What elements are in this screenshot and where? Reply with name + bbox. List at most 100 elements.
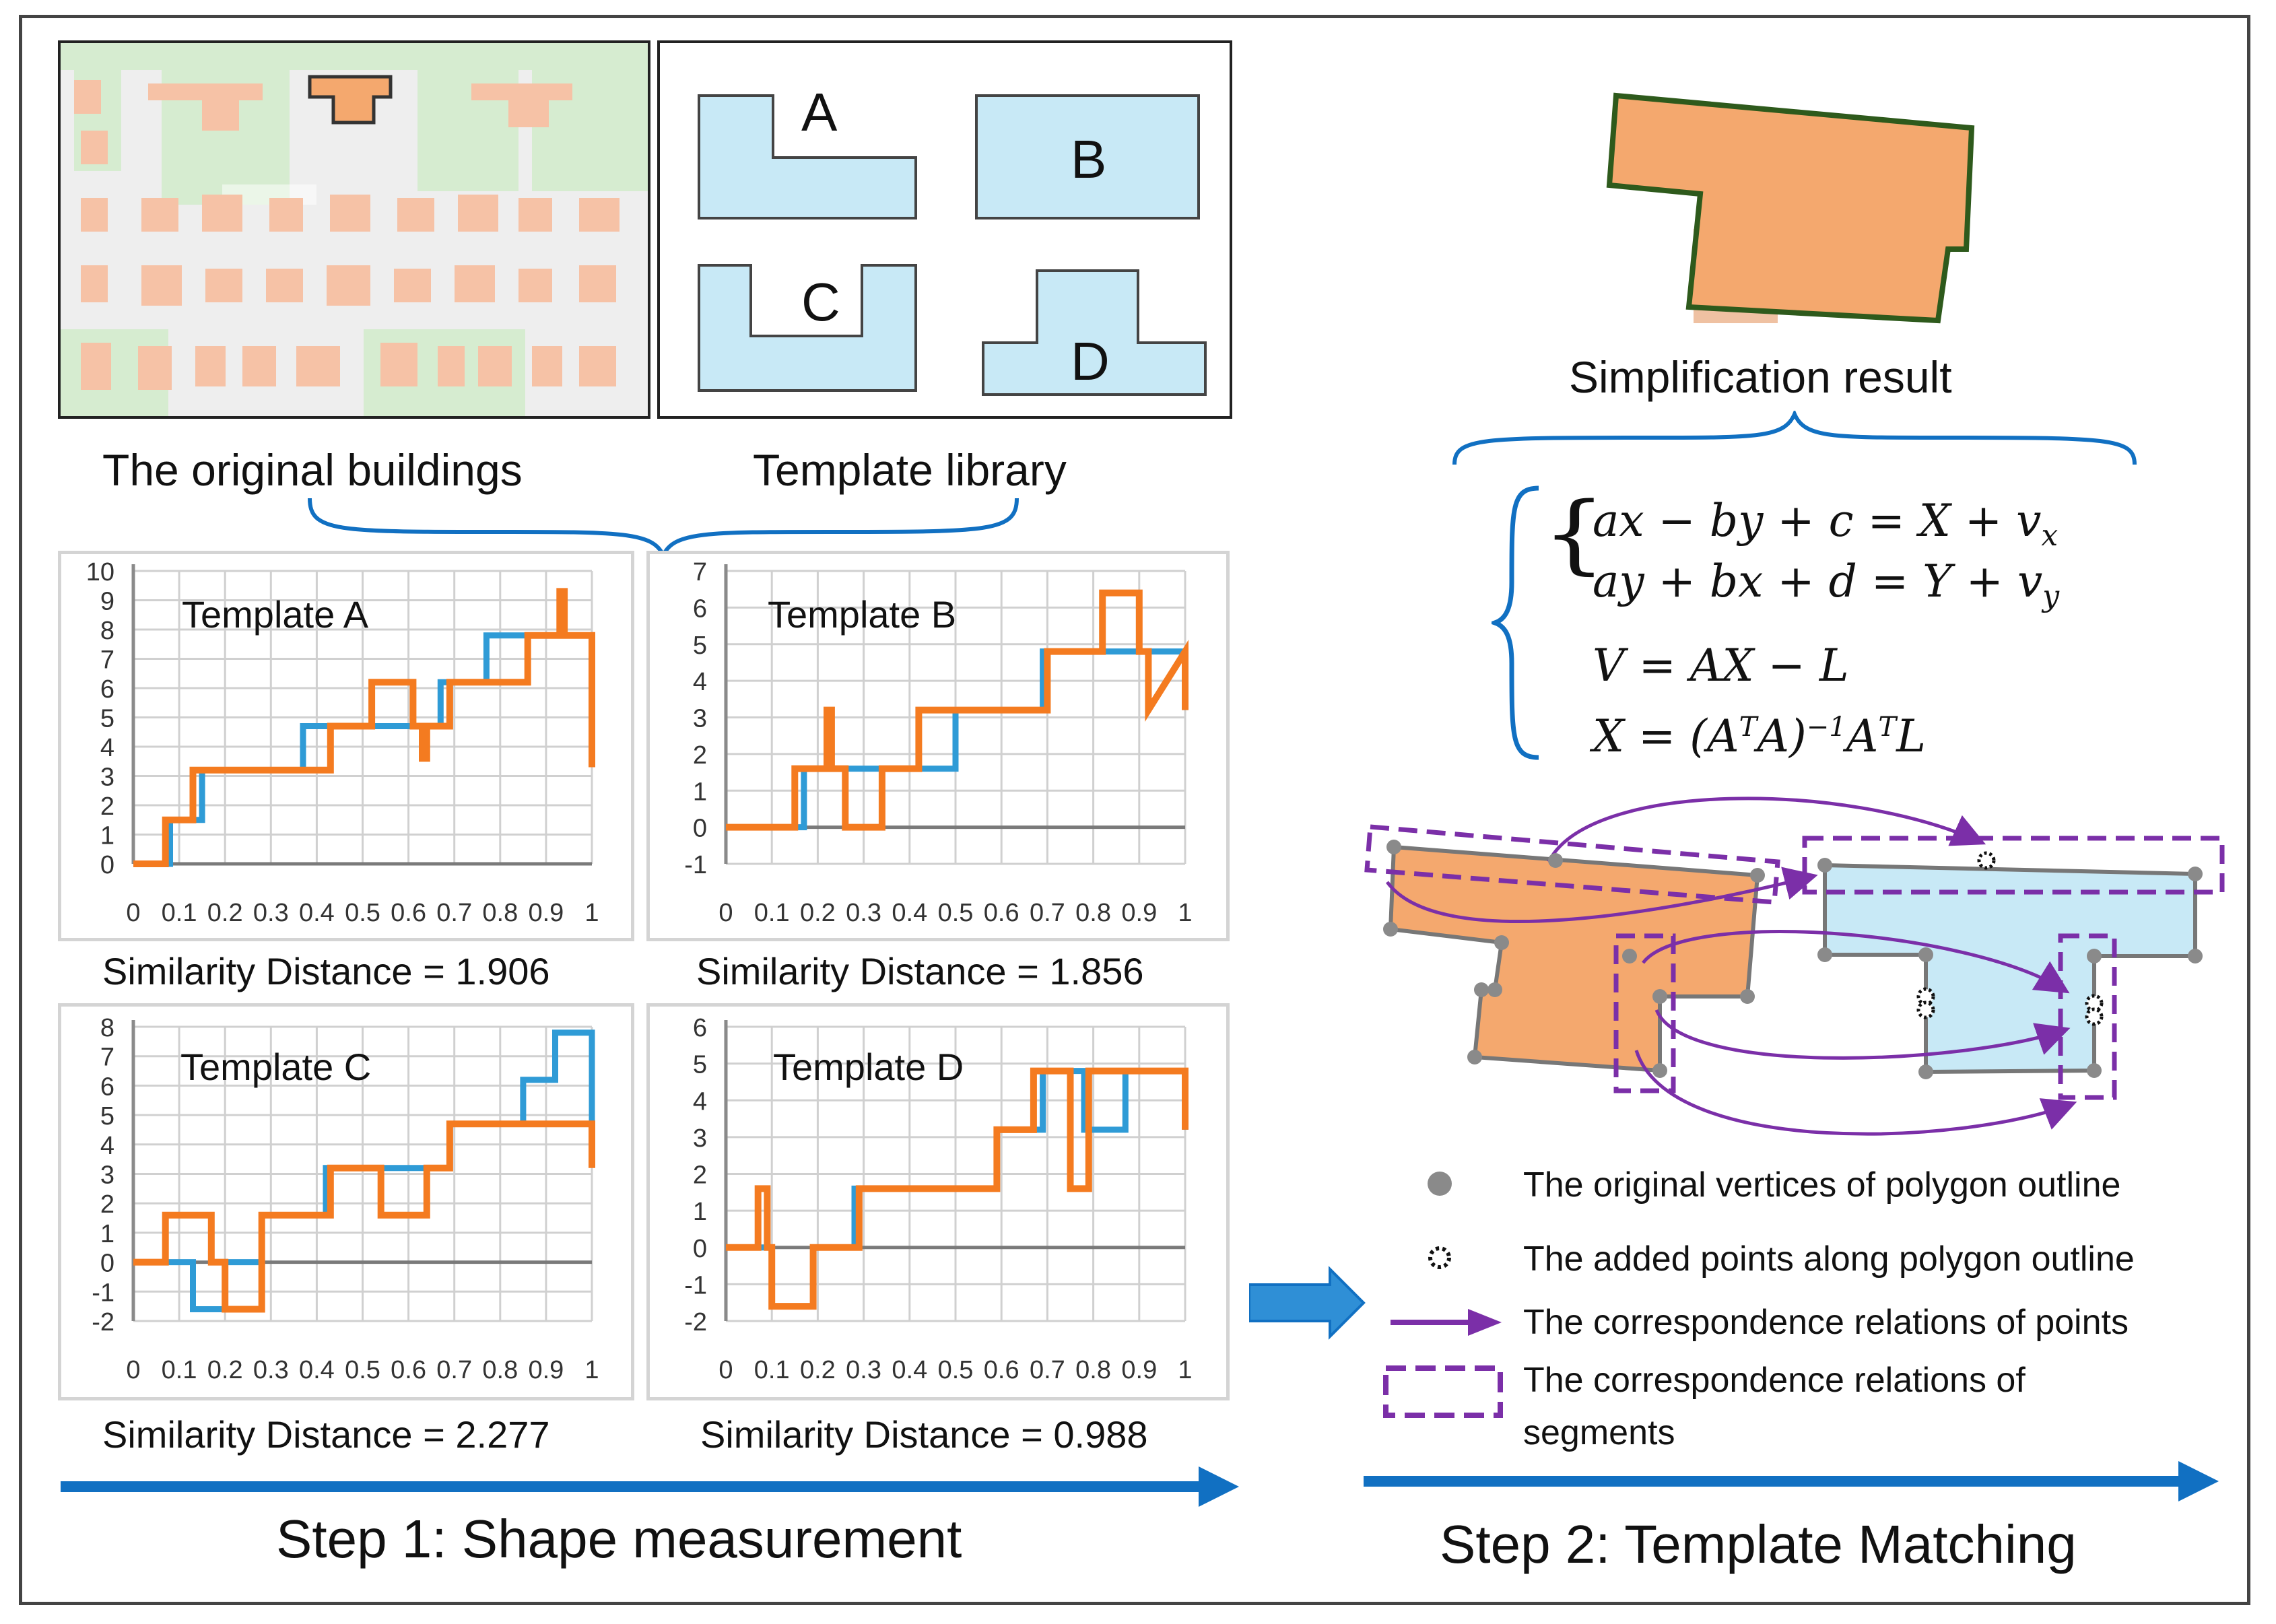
y-tick-label: 6: [693, 595, 707, 623]
x-tick-label: 0.5: [938, 899, 974, 927]
y-tick-label: 7: [100, 646, 114, 675]
x-tick-label: 0.9: [1121, 899, 1157, 927]
x-tick-label: 0: [126, 1356, 140, 1384]
step1-arrow: [61, 1466, 1239, 1507]
x-tick-label: 0.4: [299, 899, 335, 927]
x-tick-label: 0.8: [482, 899, 518, 927]
x-tick-label: 0: [718, 899, 733, 927]
step2-arrow: [1364, 1461, 2219, 1501]
y-tick-label: 4: [100, 734, 114, 762]
y-tick-label: 3: [693, 1124, 707, 1153]
x-tick-label: 0.5: [938, 1356, 974, 1384]
y-tick-label: -2: [684, 1308, 707, 1337]
y-tick-label: 1: [100, 1220, 114, 1248]
chart-box-c: [58, 1003, 634, 1400]
template-a-letter: A: [801, 82, 838, 142]
x-tick-label: 0.2: [207, 899, 243, 927]
equation-brace: [1492, 485, 1539, 760]
x-tick-label: 1: [584, 1356, 599, 1384]
equation-line-1: ax − by + c = X + vx: [1593, 495, 2059, 553]
original-buildings-caption: The original buildings: [102, 445, 523, 495]
y-tick-label: 3: [100, 764, 114, 792]
template-shapes: A B C D: [698, 82, 1207, 396]
x-tick-label: 0.7: [436, 899, 472, 927]
x-tick-label: 0.2: [800, 1356, 836, 1384]
matched-template-shape: [1823, 862, 2197, 1075]
template-c-shape: [698, 264, 917, 392]
x-tick-label: 0.3: [846, 899, 881, 927]
template-c-letter: C: [801, 272, 840, 332]
legend-vertex-icon: [1428, 1172, 1452, 1196]
x-tick-label: 0.6: [391, 899, 426, 927]
y-tick-label: 3: [693, 705, 707, 733]
similarity-distance-d: Similarity Distance = 0.988: [700, 1413, 1148, 1456]
x-tick-label: 0.9: [528, 899, 564, 927]
y-tick-label: 10: [86, 558, 114, 586]
x-tick-label: 0.7: [436, 1356, 472, 1384]
template-a-shape: [698, 94, 917, 219]
y-tick-label: 7: [100, 1044, 114, 1072]
x-tick-label: 0.7: [1030, 1356, 1065, 1384]
y-tick-label: 2: [100, 1190, 114, 1219]
x-tick-label: 0.9: [1121, 1356, 1157, 1384]
x-tick-label: 0.3: [846, 1356, 881, 1384]
series-line-blue: [133, 1029, 595, 1312]
y-tick-label: 1: [100, 822, 114, 850]
x-tick-label: 0.6: [391, 1356, 426, 1384]
x-tick-label: 0.6: [984, 1356, 1019, 1384]
x-tick-label: 0.8: [1075, 899, 1111, 927]
chart-c-title: Template C: [180, 1046, 372, 1088]
step1-label: Step 1: Shape measurement: [276, 1509, 962, 1569]
series-line-orange: [133, 1120, 595, 1313]
building-map: [61, 43, 648, 416]
right-brace: [1452, 411, 2137, 465]
inner-equation-brace: {: [1542, 484, 1607, 584]
series-line-orange: [726, 1067, 1189, 1310]
x-tick-label: 0.1: [754, 1356, 790, 1384]
y-tick-label: 4: [100, 1132, 114, 1160]
y-tick-label: 4: [693, 1087, 707, 1116]
y-tick-label: 8: [100, 617, 114, 645]
y-tick-label: 3: [100, 1161, 114, 1190]
y-tick-label: 9: [100, 588, 114, 616]
chart-b-title: Template B: [768, 593, 957, 636]
series-line-orange: [726, 589, 1189, 831]
y-tick-label: 4: [693, 668, 707, 696]
similarity-distance-b: Similarity Distance = 1.856: [696, 950, 1144, 992]
x-tick-label: 0.9: [528, 1356, 564, 1384]
series-line-orange: [133, 588, 595, 867]
x-tick-label: 0: [718, 1356, 733, 1384]
legend-added-point-icon: [1428, 1246, 1451, 1269]
y-tick-label: 2: [693, 741, 707, 770]
legend-arrow-icon: [1391, 1309, 1502, 1336]
y-tick-label: 0: [100, 1250, 114, 1278]
y-tick-label: 6: [100, 675, 114, 704]
x-tick-label: 0.2: [800, 899, 836, 927]
legend-added-points: The added points along polygon outline: [1523, 1240, 2135, 1279]
x-tick-label: 0.7: [1030, 899, 1065, 927]
y-tick-label: 5: [693, 632, 707, 660]
y-tick-label: 0: [693, 1235, 707, 1263]
series-line-blue: [726, 648, 1189, 831]
template-library-panel: A B C D: [657, 40, 1232, 419]
y-tick-label: 5: [100, 705, 114, 733]
legend-point-relations: The correspondence relations of points: [1523, 1303, 2129, 1342]
x-tick-label: 0.4: [892, 899, 927, 927]
y-tick-label: 7: [693, 558, 707, 586]
x-tick-label: 0.5: [345, 1356, 380, 1384]
y-tick-label: -1: [684, 851, 707, 879]
template-d-letter: D: [1071, 331, 1110, 391]
x-tick-label: 0.6: [984, 899, 1019, 927]
x-tick-label: 0.1: [162, 899, 197, 927]
simplification-result-caption: Simplification result: [1569, 352, 1952, 402]
matching-diagram: [1364, 797, 2225, 1136]
y-tick-label: 0: [100, 851, 114, 879]
equation-line-3: V = AX − L: [1593, 640, 1849, 691]
x-tick-label: 0.4: [892, 1356, 927, 1384]
x-tick-label: 1: [1178, 1356, 1192, 1384]
x-tick-label: 1: [1178, 899, 1192, 927]
